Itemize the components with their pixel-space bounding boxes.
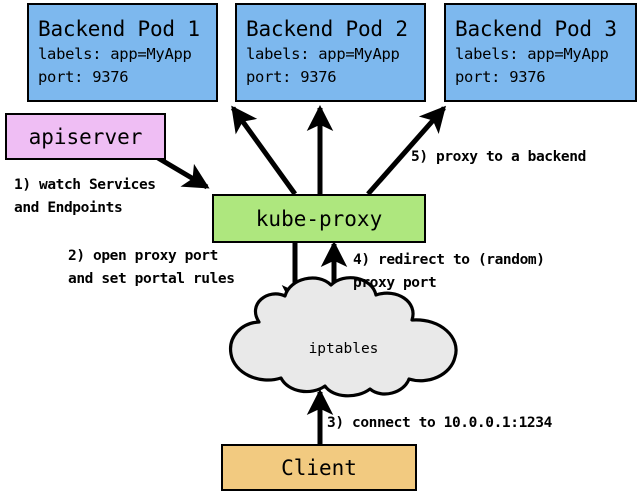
apiserver-box[interactable]: apiserver (5, 113, 166, 160)
backend-pod-3-labels: labels: app=MyApp (455, 44, 609, 63)
kube-proxy-box[interactable]: kube-proxy (212, 194, 426, 243)
backend-pod-2-title: Backend Pod 2 (246, 16, 408, 41)
step-4-line-1: 4) redirect to (random) (353, 252, 545, 268)
step-2-line-2: and set portal rules (68, 271, 235, 287)
kube-proxy-label: kube-proxy (255, 206, 383, 231)
iptables-cloud-shape (229, 276, 458, 398)
backend-pod-1-labels: labels: app=MyApp (38, 44, 192, 63)
backend-pod-2-box[interactable]: Backend Pod 2 labels: app=MyApp port: 93… (235, 3, 426, 102)
backend-pod-1-port: port: 9376 (38, 67, 129, 86)
step-3-line-1: 3) connect to 10.0.0.1:1234 (327, 415, 552, 431)
client-box[interactable]: Client (221, 444, 417, 491)
backend-pod-3-port: port: 9376 (455, 67, 546, 86)
backend-pod-1-box[interactable]: Backend Pod 1 labels: app=MyApp port: 93… (27, 3, 218, 102)
apiserver-label: apiserver (28, 124, 143, 149)
backend-pod-2-labels: labels: app=MyApp (246, 44, 400, 63)
step-4-line-2: proxy port (353, 275, 437, 291)
arrow-kube-proxy-to-pod-1 (230, 105, 298, 196)
client-label: Client (281, 455, 357, 480)
step-5-line-1: 5) proxy to a backend (411, 149, 586, 165)
backend-pod-3-box[interactable]: Backend Pod 3 labels: app=MyApp port: 93… (444, 3, 637, 102)
backend-pod-1-title: Backend Pod 1 (38, 16, 200, 41)
iptables-label: iptables (308, 341, 379, 357)
step-2-line-1: 2) open proxy port (68, 248, 218, 264)
backend-pod-3-title: Backend Pod 3 (455, 16, 617, 41)
step-1-line-2: and Endpoints (14, 200, 123, 216)
backend-pod-2-port: port: 9376 (246, 67, 337, 86)
step-1-line-1: 1) watch Services (14, 177, 156, 193)
